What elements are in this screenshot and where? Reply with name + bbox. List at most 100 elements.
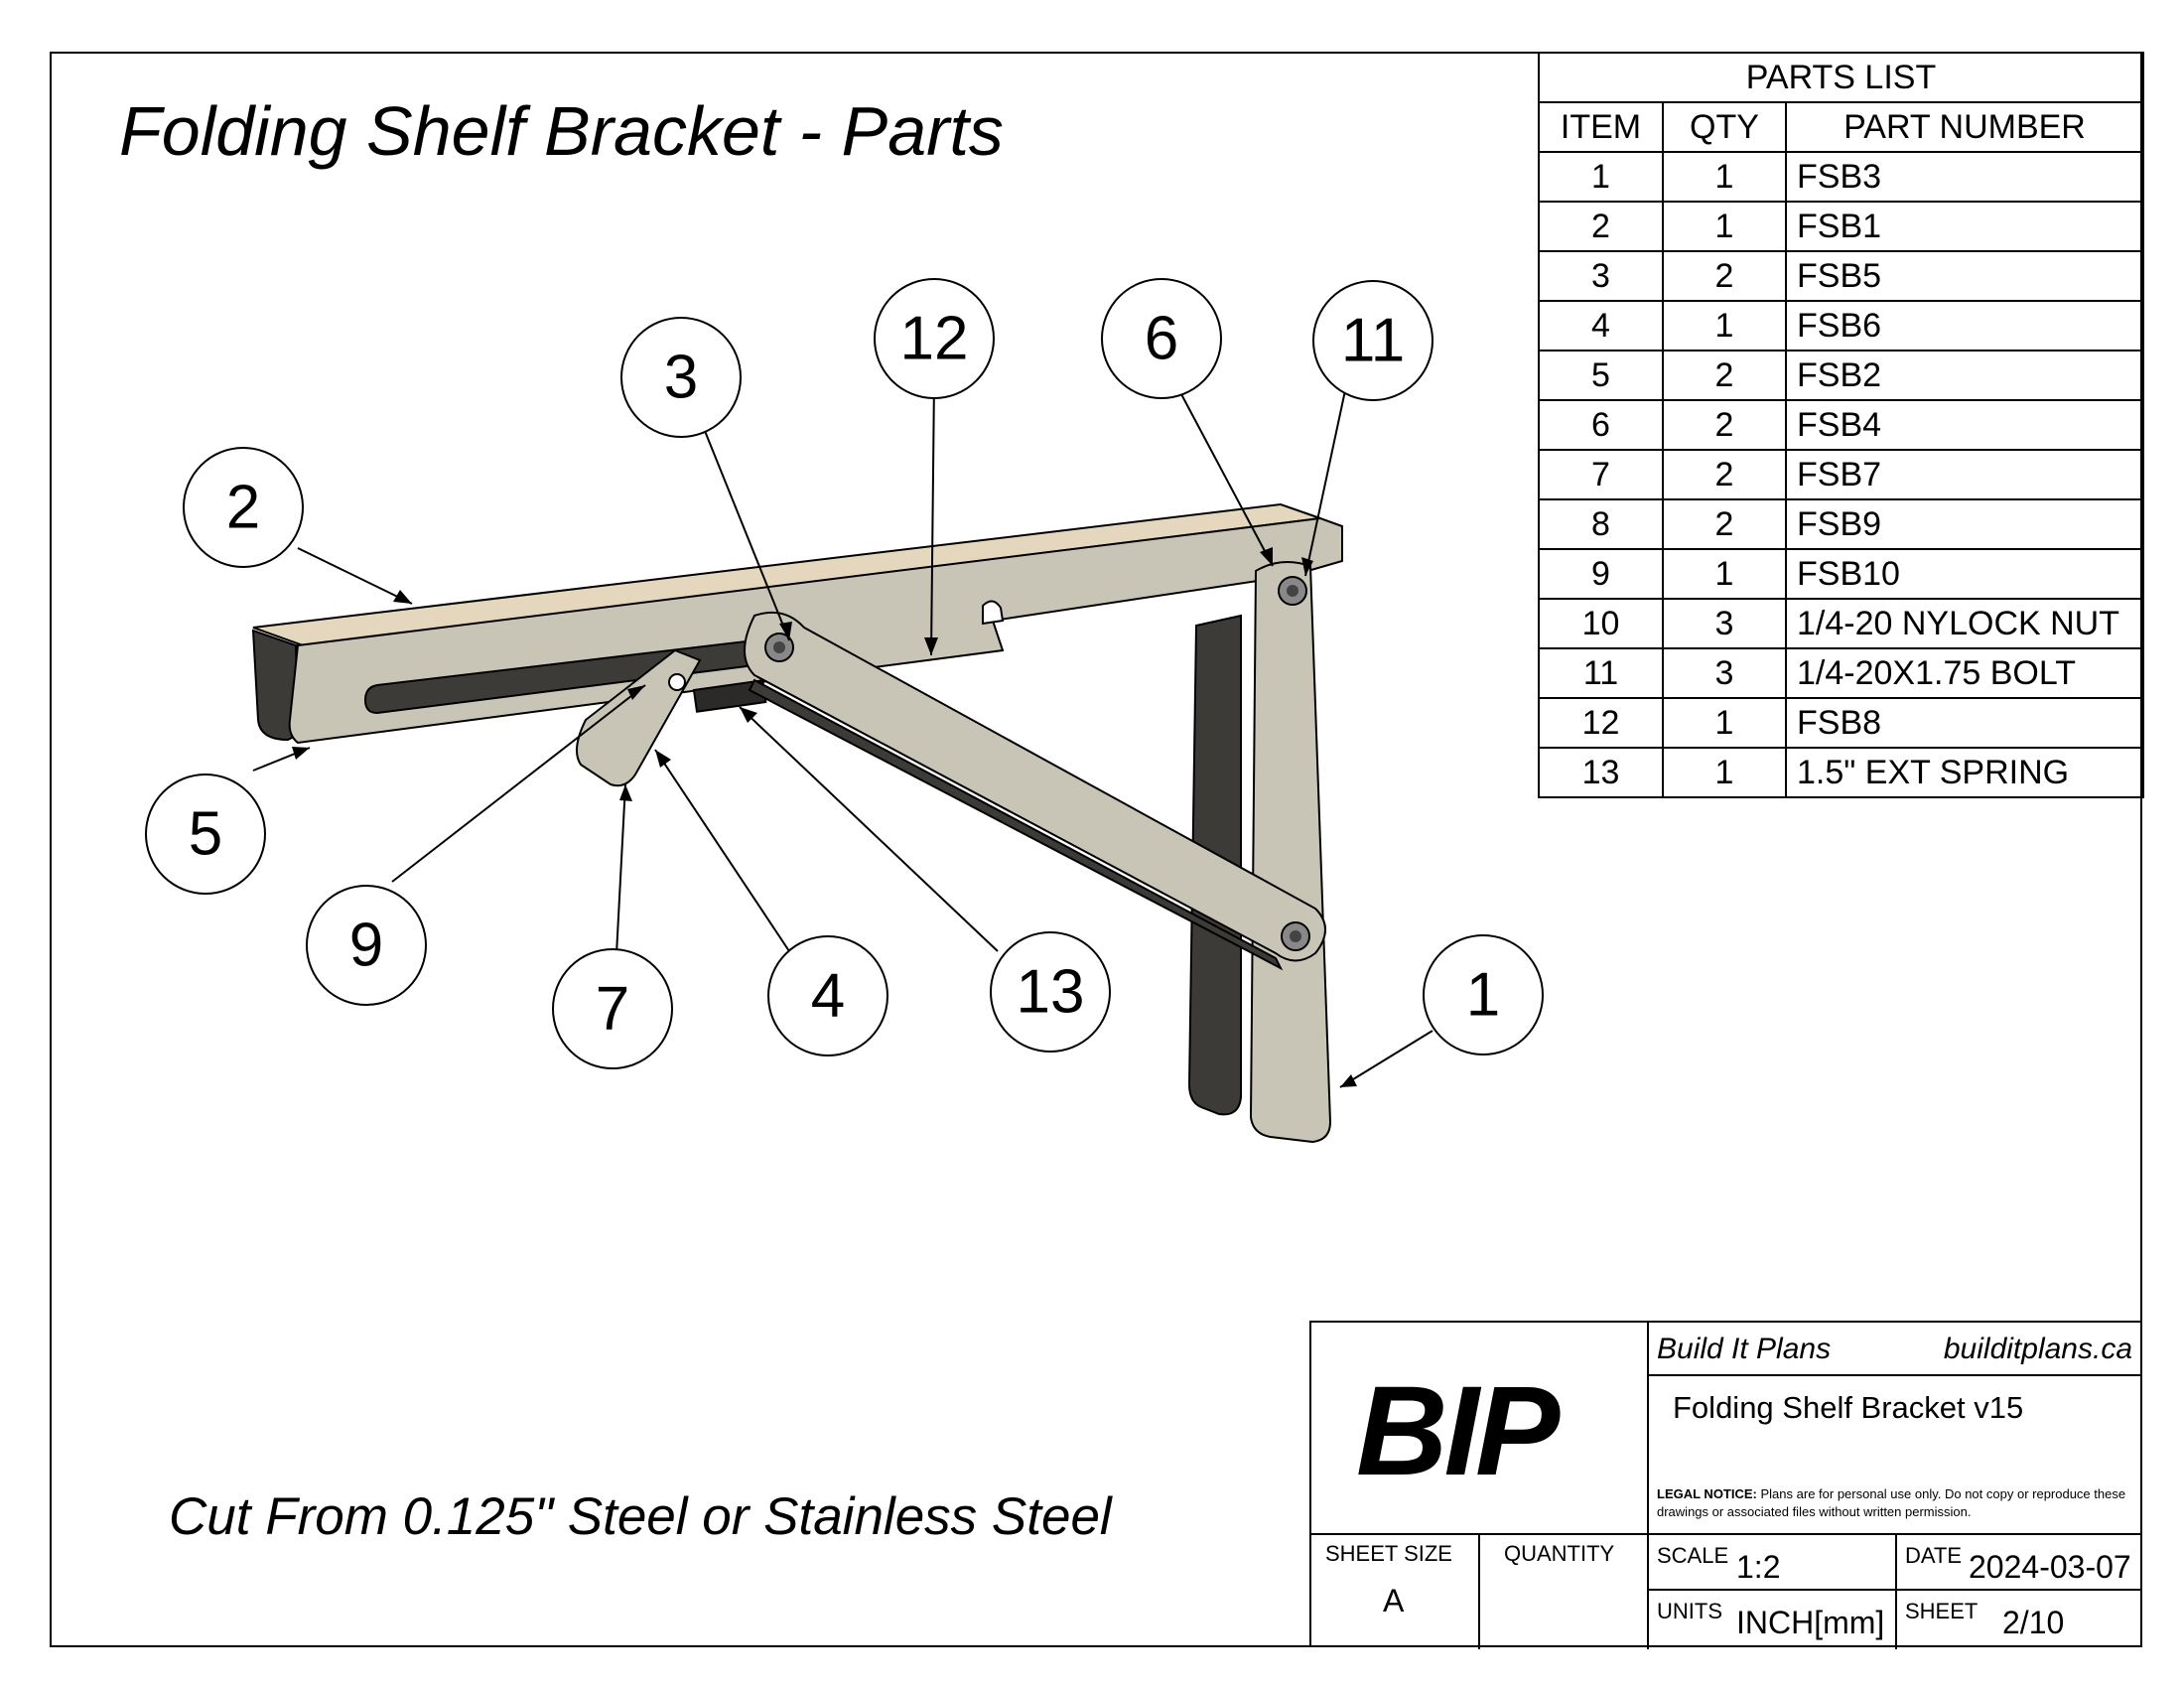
qty-cell: 1: [1662, 747, 1787, 798]
column-header-part-number: PART NUMBER: [1785, 101, 2144, 153]
balloon-13: 13: [990, 931, 1111, 1053]
item-cell: 12: [1538, 697, 1664, 749]
item-cell: 7: [1538, 449, 1664, 500]
svg-text:6: 6: [1145, 305, 1178, 373]
svg-text:3: 3: [664, 344, 698, 412]
legal-notice-label: LEGAL NOTICE:: [1657, 1486, 1757, 1501]
title-block-divider: [1895, 1533, 1897, 1649]
bolt-upper: [1278, 576, 1307, 606]
item-cell: 11: [1538, 647, 1664, 699]
part-number-cell: 1.5" EXT SPRING: [1785, 747, 2144, 798]
balloon-6: 6: [1101, 278, 1222, 399]
part-number-cell: FSB4: [1785, 399, 2144, 451]
qty-cell: 2: [1662, 250, 1787, 302]
drawing-border: [50, 52, 2142, 1647]
scale-label: SCALE: [1657, 1543, 1729, 1568]
bolt-strut-top: [764, 633, 794, 662]
svg-text:5: 5: [189, 800, 222, 869]
balloon-7: 7: [552, 948, 673, 1069]
title-block: Build It Plans builditplans.ca Folding S…: [1309, 1321, 2142, 1649]
company-website: builditplans.ca: [1943, 1333, 2132, 1365]
part-number-cell: FSB8: [1785, 697, 2144, 749]
qty-cell: 2: [1662, 399, 1787, 451]
svg-text:13: 13: [1017, 958, 1085, 1027]
qty-cell: 2: [1662, 449, 1787, 500]
date-value: 2024-03-07: [1969, 1549, 2131, 1585]
qty-cell: 1: [1662, 151, 1787, 203]
item-cell: 5: [1538, 350, 1664, 401]
part-number-cell: FSB10: [1785, 548, 2144, 600]
part-number-cell: FSB5: [1785, 250, 2144, 302]
part-number-cell: FSB3: [1785, 151, 2144, 203]
material-note: Cut From 0.125" Steel or Stainless Steel: [169, 1487, 1112, 1546]
balloon-9: 9: [306, 885, 427, 1006]
svg-text:11: 11: [1341, 307, 1405, 375]
units-value: INCH[mm]: [1736, 1605, 1885, 1640]
arm-notch: [982, 600, 1005, 626]
qty-cell: 1: [1662, 697, 1787, 749]
svg-text:12: 12: [900, 305, 969, 373]
title-block-divider: [1478, 1533, 1480, 1649]
scale-value: 1:2: [1736, 1549, 1781, 1585]
part-number-cell: FSB2: [1785, 350, 2144, 401]
sheet-label: SHEET: [1905, 1599, 1979, 1623]
sheet-size-value: A: [1383, 1583, 1405, 1618]
drawing-name: Folding Shelf Bracket v15: [1673, 1390, 2024, 1425]
sheet-value: 2/10: [2002, 1605, 2065, 1640]
leader-arrowheads: [292, 547, 1357, 1087]
qty-cell: 3: [1662, 647, 1787, 699]
parts-list-title: PARTS LIST: [1538, 52, 2144, 103]
title-block-divider: [1647, 1589, 2142, 1591]
item-cell: 2: [1538, 201, 1664, 252]
svg-text:4: 4: [811, 962, 845, 1031]
balloon-2: 2: [183, 447, 304, 568]
item-cell: 10: [1538, 598, 1664, 649]
balloon-11: 11: [1312, 280, 1433, 401]
svg-text:2: 2: [226, 474, 260, 542]
item-cell: 6: [1538, 399, 1664, 451]
item-cell: 4: [1538, 300, 1664, 352]
svg-text:1: 1: [1466, 961, 1500, 1030]
qty-cell: 1: [1662, 300, 1787, 352]
date-label: DATE: [1905, 1543, 1963, 1568]
balloon-5: 5: [145, 774, 266, 895]
part-number-cell: 1/4-20 NYLOCK NUT: [1785, 598, 2144, 649]
bolt-strut-bottom: [1281, 921, 1310, 951]
vertical-plate-front: [1249, 561, 1332, 1144]
diagonal-strut: [744, 612, 1326, 962]
qty-cell: 2: [1662, 350, 1787, 401]
item-cell: 3: [1538, 250, 1664, 302]
diagonal-strut-edge: [748, 678, 1284, 971]
quantity-label: QUANTITY: [1504, 1541, 1615, 1566]
item-cell: 1: [1538, 151, 1664, 203]
part-number-cell: FSB9: [1785, 498, 2144, 550]
qty-cell: 1: [1662, 548, 1787, 600]
balloon-3: 3: [620, 317, 742, 438]
title-block-divider: [1311, 1533, 2142, 1535]
legal-notice: LEGAL NOTICE: Plans are for personal use…: [1657, 1485, 2139, 1521]
qty-cell: 1: [1662, 201, 1787, 252]
qty-cell: 2: [1662, 498, 1787, 550]
balloon-12: 12: [874, 278, 995, 399]
company-logo: BIP: [1356, 1360, 1560, 1502]
column-header-qty: QTY: [1662, 101, 1787, 153]
bracket-assembly: [251, 502, 1343, 1144]
column-header-item: ITEM: [1538, 101, 1664, 153]
part-number-cell: 1/4-20X1.75 BOLT: [1785, 647, 2144, 699]
units-label: UNITS: [1657, 1599, 1722, 1623]
